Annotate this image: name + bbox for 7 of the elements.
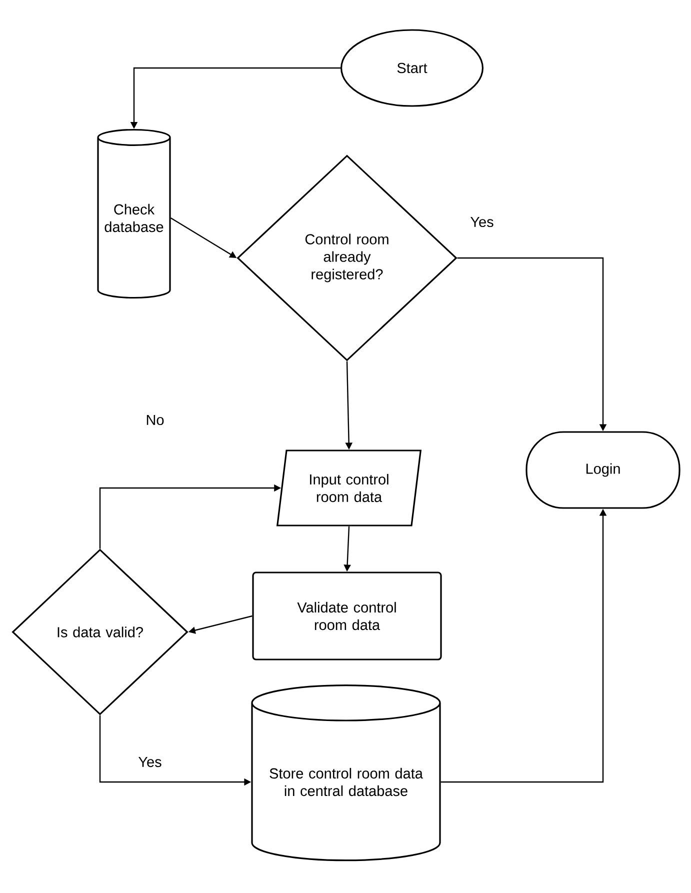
database-cylinder: Check database <box>97 128 171 299</box>
terminal-box: Login <box>526 431 680 509</box>
edge-label: Yes <box>469 216 495 228</box>
edge-label: Yes <box>137 756 163 768</box>
edge-label: No <box>144 414 166 426</box>
database-cylinder: Store control room data in central database <box>251 684 441 862</box>
process-box: Validate control room data <box>252 572 442 660</box>
